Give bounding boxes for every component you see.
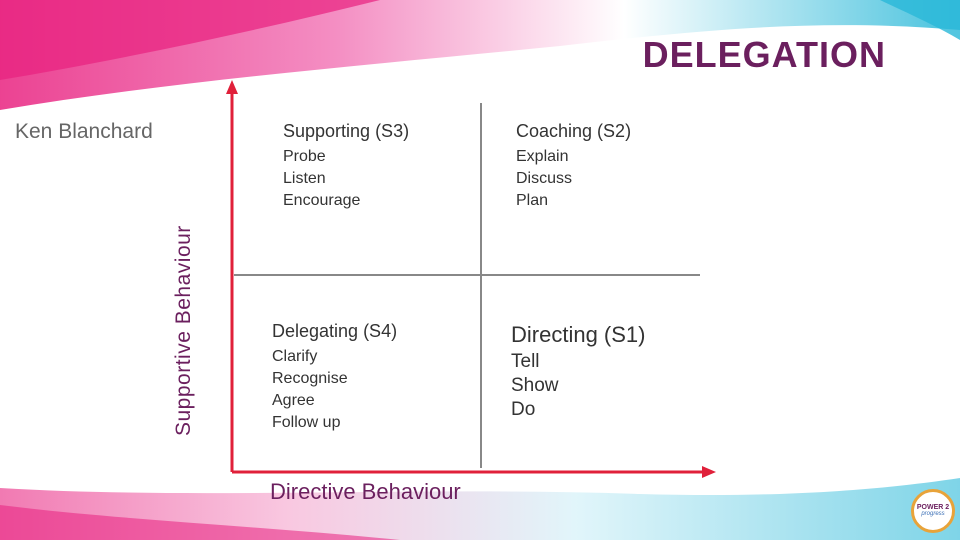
quadrant-item: Probe [283,146,409,168]
quadrant-directing-s1: Directing (S1) Tell Show Do [511,322,645,422]
quadrant-item: Follow up [272,412,397,434]
quadrant-title: Directing (S1) [511,322,645,348]
quadrant-coaching-s2: Coaching (S2) Explain Discuss Plan [516,121,631,212]
quadrant-item: Tell [511,350,645,374]
quadrant-item: Show [511,374,645,398]
power-2-progress-logo: POWER 2 progress [911,489,955,533]
quadrant-item: Discuss [516,168,631,190]
quadrant-item: Agree [272,390,397,412]
quadrant-item: Plan [516,190,631,212]
quadrant-title: Supporting (S3) [283,121,409,142]
quadrant-item: Listen [283,168,409,190]
quadrant-item: Encourage [283,190,409,212]
quadrant-item: Do [511,398,645,422]
logo-line-2: progress [914,511,952,517]
quadrant-title: Coaching (S2) [516,121,631,142]
vertical-axis-arrowhead [226,80,238,94]
quadrant-item: Recognise [272,368,397,390]
horizontal-axis-arrowhead [702,466,716,478]
quadrant-item: Clarify [272,346,397,368]
quadrant-delegating-s4: Delegating (S4) Clarify Recognise Agree … [272,321,397,434]
quadrant-item: Explain [516,146,631,168]
quadrant-supporting-s3: Supporting (S3) Probe Listen Encourage [283,121,409,212]
quadrant-title: Delegating (S4) [272,321,397,342]
logo-line-1: POWER 2 [914,504,952,511]
